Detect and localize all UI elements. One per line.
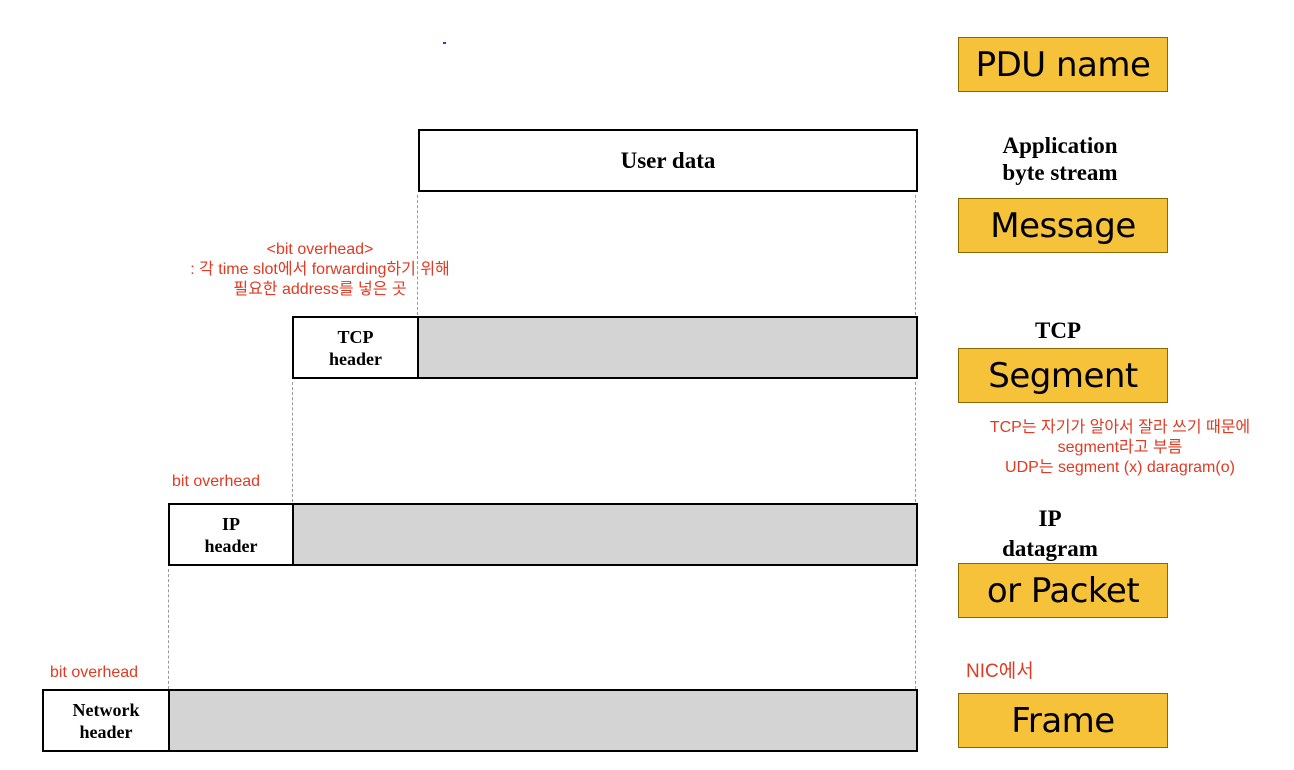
network-header-line2: header — [79, 721, 133, 742]
pdu-frame: Frame — [958, 693, 1168, 748]
ip-datagram-label: IP datagram — [975, 504, 1125, 564]
tcp-payload-box — [417, 316, 918, 379]
ip-payload-box — [292, 503, 918, 566]
nic-note: NIC에서 — [966, 661, 1034, 682]
ip-header-line2: header — [204, 535, 258, 556]
bit-overhead-line2: : 각 time slot에서 forwarding하기 위해 — [190, 261, 450, 278]
application-label-line2: byte stream — [1002, 160, 1118, 185]
tcp-header-line1: TCP — [337, 326, 374, 347]
guide-line-app-right — [915, 195, 916, 315]
guide-line-tcp-left — [292, 382, 293, 502]
ip-bit-overhead-note: bit overhead — [172, 473, 261, 490]
pdu-packet: or Packet — [958, 563, 1168, 618]
network-header-line1: Network — [72, 699, 140, 720]
tcp-bit-overhead-note: <bit overhead> : 각 time slot에서 forwardin… — [160, 240, 480, 300]
pdu-name-heading: PDU name — [958, 37, 1168, 92]
pdu-segment: Segment — [958, 348, 1168, 403]
pdu-message: Message — [958, 198, 1168, 253]
bit-overhead-title: <bit overhead> — [266, 241, 374, 258]
ip-header-line1: IP — [222, 513, 240, 534]
network-header-box: Network header — [42, 689, 170, 752]
guide-line-tcp-right — [915, 382, 916, 502]
blue-mark — [443, 42, 446, 44]
segment-note-line2: segment라고 부름 — [1057, 439, 1183, 456]
ip-header-box: IP header — [168, 503, 294, 566]
net-bit-overhead-note: bit overhead — [50, 664, 139, 681]
guide-line-app-left — [417, 195, 418, 315]
bit-overhead-line3: 필요한 address를 넣은 곳 — [233, 281, 407, 298]
tcp-header-line2: header — [329, 348, 382, 369]
user-data-label: User data — [620, 147, 716, 173]
application-label-line1: Application — [1002, 133, 1118, 158]
segment-note: TCP는 자기가 알아서 잘라 쓰기 때문에 segment라고 부름 UDP는… — [955, 418, 1285, 478]
segment-note-line1: TCP는 자기가 알아서 잘라 쓰기 때문에 — [989, 419, 1251, 436]
user-data-box: User data — [418, 129, 918, 192]
ip-label-line1: IP — [1038, 506, 1062, 531]
tcp-label: TCP — [1035, 318, 1081, 343]
segment-note-line3: UDP는 segment (x) daragram(o) — [1005, 459, 1235, 476]
tcp-header-box: TCP header — [292, 316, 419, 379]
net-payload-box — [168, 689, 918, 752]
application-label: Application byte stream — [970, 132, 1150, 186]
guide-line-ip-right — [915, 569, 916, 689]
guide-line-ip-left — [168, 569, 169, 689]
ip-label-line2: datagram — [1002, 536, 1098, 561]
